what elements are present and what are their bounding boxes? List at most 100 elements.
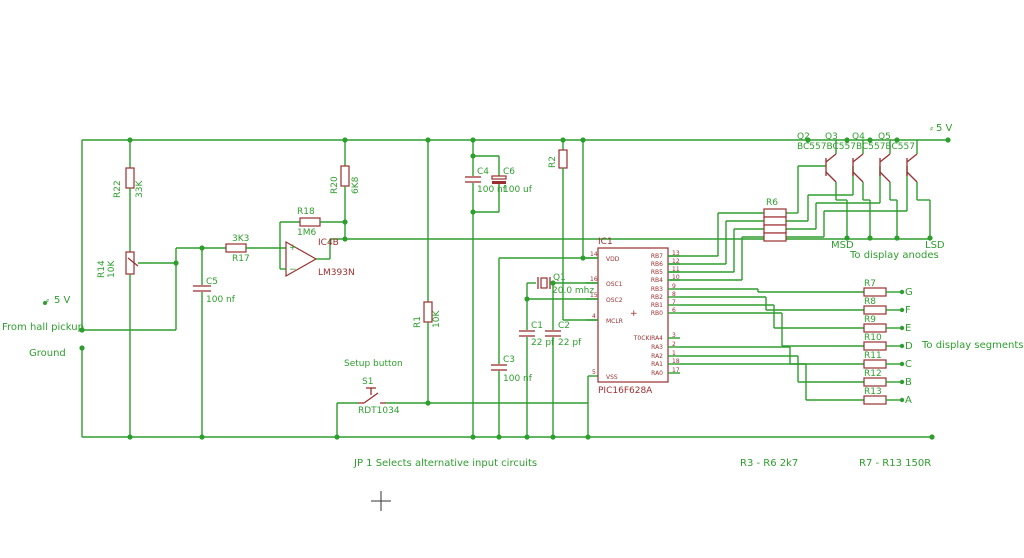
c3-name: C3 — [503, 355, 515, 365]
ground-rail — [81, 348, 935, 440]
c2-name: C2 — [558, 321, 570, 331]
r14-value: 10K — [107, 260, 117, 278]
c4-name: C4 — [477, 167, 489, 177]
pin-num-4: 4 — [592, 313, 596, 320]
pin-ra3: RA3 — [651, 344, 663, 351]
q1-name: Q1 — [553, 273, 566, 283]
c3-capacitor: C3 100 nf — [491, 355, 533, 437]
pin-num-14: 14 — [590, 251, 598, 258]
pin-num-11: 11 — [672, 266, 680, 273]
segment-resistor-name: R7 — [864, 279, 876, 289]
pin-osc2: OSC2 — [606, 297, 623, 304]
transistor-values: BC557BC557BC557BC557 — [797, 142, 915, 152]
pin-rb0: RB0 — [651, 310, 663, 317]
ic1-value: PIC16F628A — [598, 386, 653, 396]
segment-letter: E — [905, 323, 911, 334]
s1-name: S1 — [362, 377, 373, 387]
lm393-comparator: + − IC4B LM393N — [279, 219, 932, 278]
segment-resistor-name: R8 — [864, 297, 876, 307]
s1-switch: S1 RDT1034 — [336, 377, 588, 437]
pin-rb5: RB5 — [651, 269, 663, 276]
pin-rb4: RB4 — [651, 277, 663, 284]
from-hall-label: From hall pickup — [2, 322, 84, 333]
supply-label-top: 5 V — [936, 123, 953, 134]
pin-num-7: 7 — [672, 299, 676, 306]
c6-name: C6 — [503, 167, 515, 177]
s1-value: RDT1034 — [358, 406, 400, 416]
segment-resistor-r7: R7G — [680, 279, 913, 298]
ground-label: Ground — [29, 348, 66, 359]
svg-text:−: − — [289, 265, 297, 275]
setup-button-label: Setup button — [344, 359, 403, 369]
svg-text:+: + — [289, 243, 297, 253]
pin-num-8: 8 — [672, 291, 676, 298]
pin-num-10: 10 — [672, 274, 680, 281]
q1-value: 20.0 mhz — [552, 286, 594, 296]
c5-capacitor: C5 100 nf — [193, 248, 236, 437]
supply-symbol-left: ⸗ — [46, 296, 49, 306]
pin-t0ckira4: T0CKIRA4 — [633, 335, 663, 342]
pin-ra0: RA0 — [651, 370, 663, 377]
supply-label-left: 5 V — [54, 295, 71, 306]
crosshair-cursor-icon — [371, 491, 391, 511]
pin-mclr: MCLR — [606, 318, 623, 325]
segment-resistor-r9: R9E — [680, 304, 911, 334]
pin-ra1: RA1 — [651, 361, 663, 368]
r1-name: R1 — [413, 316, 423, 328]
svg-text:+: + — [630, 309, 638, 319]
q1-crystal: Q1 20.0 mhz — [524, 273, 598, 302]
segment-resistor-name: R9 — [864, 315, 876, 325]
r3-r6-resistor-array: R6 — [763, 198, 787, 242]
pin-rb2: RB2 — [651, 294, 663, 301]
transistor-q2 — [825, 140, 850, 241]
c2-value: 22 pf — [558, 338, 582, 348]
segment-letter: G — [905, 287, 913, 298]
r20-resistor: R20 6K8 — [330, 140, 361, 239]
pin-vss: VSS — [606, 374, 618, 381]
ic1-name: IC1 — [598, 237, 613, 247]
r22-resistor: R22 33K — [113, 140, 145, 252]
c5-value: 100 nf — [206, 295, 236, 305]
transistor-q4 — [879, 140, 900, 241]
c1-capacitor: C1 22 pf — [519, 299, 555, 437]
r17-resistor: 3K3 R17 — [225, 234, 286, 264]
r6-name: R6 — [766, 198, 778, 208]
transistor-q3 — [852, 140, 873, 241]
pin-num-3: 3 — [672, 332, 676, 339]
r18-value: 1M6 — [297, 228, 316, 238]
pin-ra2: RA2 — [651, 353, 663, 360]
segment-resistor-name: R13 — [864, 387, 882, 397]
ic1-microcontroller: IC1 PIC16F628A + VDD OSC1 OSC2 MCLR VSS … — [586, 237, 680, 396]
transistor-names: Q2 Q3 Q4 Q5 — [797, 132, 891, 142]
lsd-label: LSD — [925, 240, 945, 251]
anode-wiring — [668, 165, 908, 281]
r14-potentiometer: R14 10K — [97, 251, 176, 437]
jp1-note: JP 1 Selects alternative input circuits — [353, 458, 537, 469]
c2-capacitor: C2 22 pf — [545, 283, 582, 437]
pin-rb3: RB3 — [651, 286, 663, 293]
pin-num-5: 5 — [592, 369, 596, 376]
c4-value: 100 nf — [477, 185, 507, 195]
pin-osc1: OSC1 — [606, 281, 623, 288]
ic4-name: IC4B — [318, 238, 339, 248]
pin-num-18: 18 — [672, 358, 680, 365]
c6-value: 100 uf — [503, 185, 533, 195]
pin-num-2: 2 — [672, 341, 676, 348]
r1-resistor: R1 10K — [413, 140, 442, 406]
pin-num-17: 17 — [672, 367, 680, 374]
pin-vdd: VDD — [606, 256, 620, 263]
transistor-q5 — [906, 140, 933, 241]
pin-rb1: RB1 — [651, 302, 663, 309]
segment-letter: D — [905, 341, 913, 352]
c4-c6-capacitors: C4 100 nf C6 100 uf — [465, 140, 533, 437]
segment-resistor-name: R11 — [864, 351, 882, 361]
c3-value: 100 nf — [503, 374, 533, 384]
pin-num-12: 12 — [672, 258, 680, 265]
segment-resistor-name: R10 — [864, 333, 882, 343]
to-display-anodes-label: To display anodes — [849, 250, 939, 261]
r14-name: R14 — [97, 260, 107, 278]
